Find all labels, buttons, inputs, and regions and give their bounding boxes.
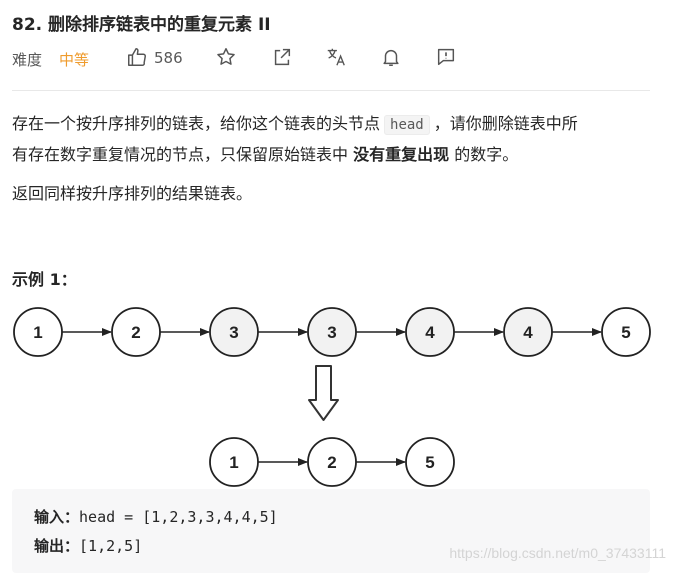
translate-icon xyxy=(327,48,345,66)
input-list-node-value: 3 xyxy=(229,323,238,342)
input-list-node-value: 1 xyxy=(33,323,42,342)
share-button[interactable] xyxy=(271,46,295,70)
input-value: head = [1,2,3,3,4,4,5] xyxy=(79,508,278,526)
like-button[interactable] xyxy=(126,46,150,70)
header-divider xyxy=(12,90,650,91)
description-emphasis: 没有重复出现 xyxy=(353,145,450,164)
input-list-node xyxy=(601,307,651,357)
output-list-node-value: 2 xyxy=(327,453,336,472)
problem-title: 82. 删除排序链表中的重复元素 II xyxy=(12,15,271,35)
problem-meta-bar: 难度 中等 586 xyxy=(12,46,662,72)
feedback-button[interactable] xyxy=(435,46,459,70)
thumbs-up-icon xyxy=(128,48,146,66)
example-title: 示例 1： xyxy=(12,270,77,289)
description-paragraph-2: 返回同样按升序排列的结果链表。 xyxy=(12,184,253,203)
output-list-node-value: 5 xyxy=(425,453,434,472)
output-list-node-value: 1 xyxy=(229,453,238,472)
input-list-node-value: 5 xyxy=(621,323,630,342)
input-list-node-value: 4 xyxy=(523,323,533,342)
difficulty-badge: 中等 xyxy=(59,51,90,69)
example-input-line: 输入：head = [1,2,3,3,4,4,5] xyxy=(34,506,278,527)
star-icon xyxy=(217,48,235,65)
share-icon xyxy=(274,48,291,66)
watermark: https://blog.csdn.net/m0_37433111 xyxy=(449,545,666,561)
description-text: 有存在数字重复情况的节点，只保留原始链表中 xyxy=(12,145,349,164)
output-label: 输出： xyxy=(34,537,80,555)
output-list-node xyxy=(405,437,455,487)
translate-button[interactable] xyxy=(325,46,349,70)
output-value: [1,2,5] xyxy=(79,537,143,555)
bell-icon xyxy=(383,49,399,66)
input-list-node-value: 2 xyxy=(131,323,140,342)
example-code-block: 输入：head = [1,2,3,3,4,4,5] 输出：[1,2,5] xyxy=(12,489,650,573)
description-text: ，请你删除链表中所 xyxy=(433,114,578,133)
subscribe-button[interactable] xyxy=(380,46,404,70)
input-list-node-value: 3 xyxy=(327,323,336,342)
feedback-icon xyxy=(437,48,455,66)
input-list-node-value: 4 xyxy=(425,323,435,342)
favorite-button[interactable] xyxy=(215,46,239,70)
description-text: 的数字。 xyxy=(454,145,519,164)
input-label: 输入： xyxy=(34,508,80,526)
description-text: 存在一个按升序排列的链表，给你这个链表的头节点 xyxy=(12,114,381,133)
linked-list-diagram: 1 2 3 3 4 4 5 1 2 5 xyxy=(13,307,651,487)
likes-count: 586 xyxy=(154,49,183,67)
difficulty-label: 难度 xyxy=(12,51,43,69)
inline-code-head: head xyxy=(384,115,430,135)
transform-arrow-icon xyxy=(308,365,339,421)
example-output-line: 输出：[1,2,5] xyxy=(34,535,142,556)
